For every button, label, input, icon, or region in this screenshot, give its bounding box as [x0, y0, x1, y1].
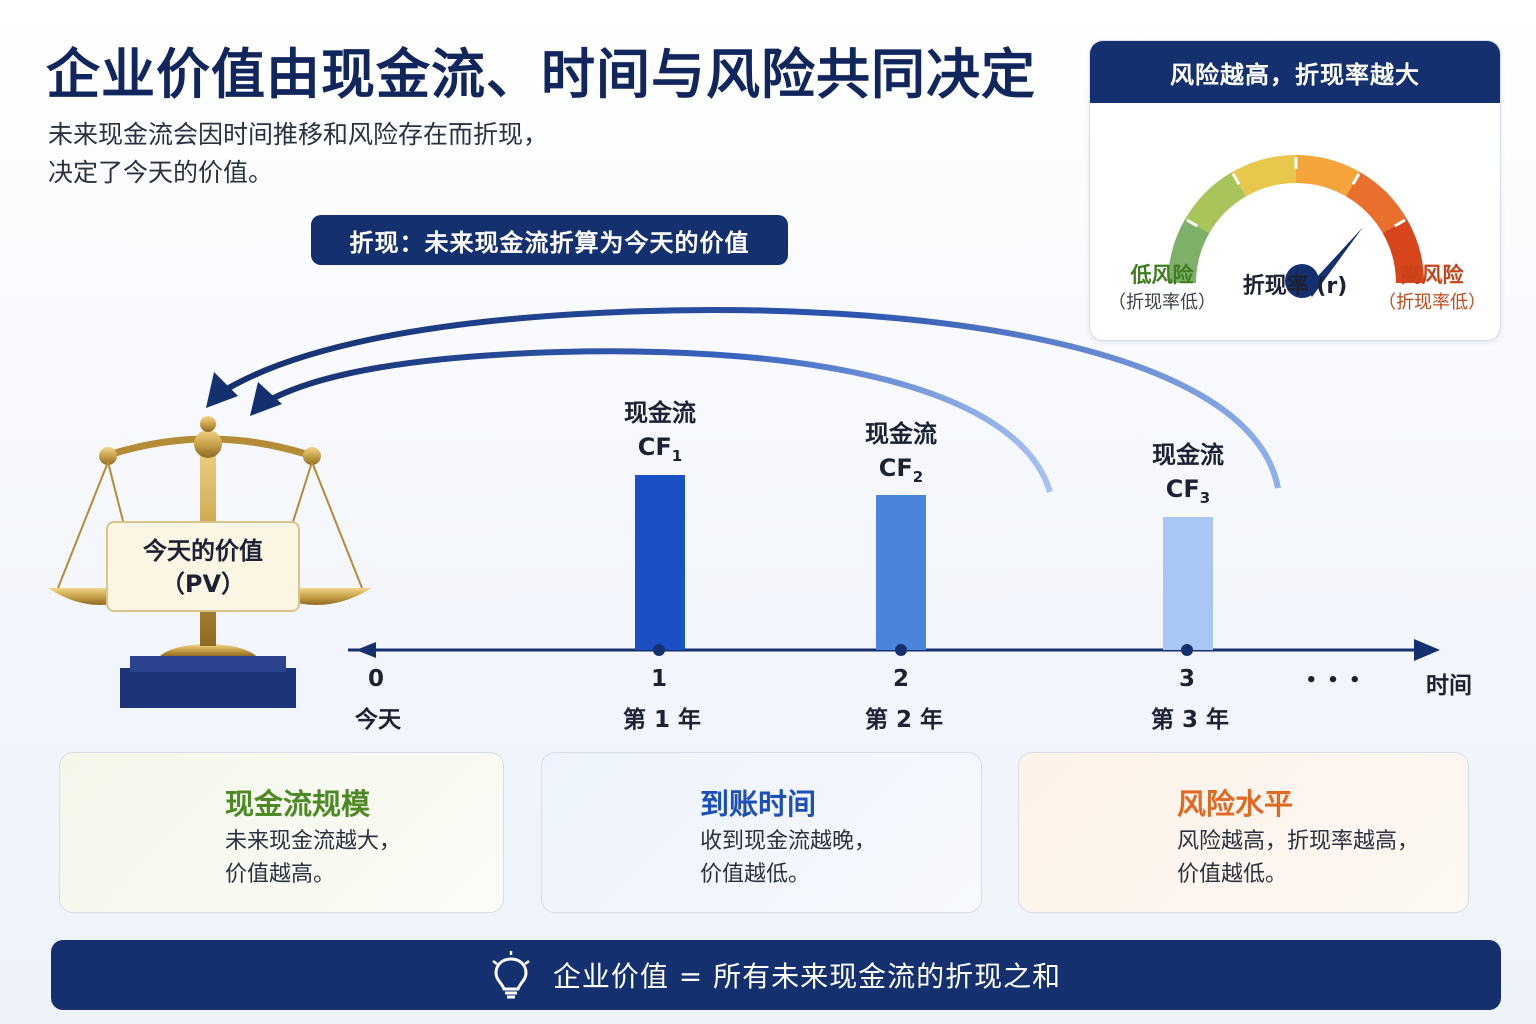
- pv-line-1: 今天的价值: [143, 537, 263, 565]
- discount-arrow-long: [220, 307, 1281, 489]
- tick-0-num: 0: [367, 666, 384, 692]
- cash-flow-bar-1: [635, 475, 685, 650]
- gauge-low-sub: （折现率低）: [1108, 292, 1216, 313]
- tick-dot-2: [895, 644, 907, 656]
- risk-gauge-card: 风险越高，折现率越大 低风险 （折现率低） 折现率 (r) 高风险 （折现率低）: [1089, 40, 1501, 341]
- cash-flow-bar-2: [876, 495, 926, 650]
- factor-card-timing: 到账时间 收到现金流越晚， 价值越低。: [541, 752, 982, 913]
- gauge-segment-5: [1346, 172, 1407, 233]
- tick-3-name: 第 3 年: [1150, 707, 1230, 733]
- present-value-label: 今天的价值 （PV）: [106, 521, 300, 612]
- card-1-title: 现金流规模: [225, 787, 371, 821]
- factor-card-risk: 风险水平 风险越高，折现率越高， 价值越低。: [1018, 752, 1469, 913]
- cf2-label: 现金流: [865, 420, 937, 448]
- gauge-needle: [1306, 227, 1363, 297]
- tick-0-name: 今天: [355, 707, 401, 733]
- pv-line-2: （PV）: [160, 570, 246, 598]
- discount-arrowhead-long: [206, 372, 238, 408]
- gauge-tick-1: [1186, 218, 1199, 228]
- gauge-segment-1: [1168, 219, 1210, 283]
- gauge-segment-3: [1232, 155, 1296, 197]
- gauge-hub: [1285, 264, 1319, 298]
- cf1-code-text: CF: [637, 433, 672, 461]
- discount-note: 折现：未来现金流折算为今天的价值: [311, 215, 788, 265]
- card-1-line-1: 未来现金流越大，: [225, 829, 402, 854]
- cf2-code-text: CF: [878, 454, 913, 482]
- card-3-title: 风险水平: [1177, 787, 1294, 821]
- subtitle-line-1: 未来现金流会因时间推移和风险存在而折现，: [48, 120, 549, 149]
- card-3-text: 风险越高，折现率越高， 价值越低。: [1177, 825, 1419, 891]
- gauge-high-sub: （折现率低）: [1378, 292, 1486, 313]
- tick-2-name: 第 2 年: [864, 707, 944, 733]
- timeline-arrowhead: [1414, 639, 1440, 661]
- card-2-line-2: 价值越低。: [700, 862, 811, 887]
- card-3-line-1: 风险越高，折现率越高，: [1177, 829, 1420, 854]
- tick-2-num: 2: [892, 666, 909, 692]
- cf1-code: CF1: [605, 430, 715, 473]
- factor-card-cash-flow: 现金流规模 未来现金流越大， 价值越高。: [59, 752, 504, 913]
- cf2-sub: 2: [912, 467, 924, 486]
- gauge-header: 风险越高，折现率越大: [1090, 41, 1500, 103]
- summary-text: 企业价值 = 所有未来现金流的折现之和: [552, 960, 1062, 993]
- discount-arrowhead-short: [250, 382, 282, 416]
- gauge-high-text: 高风险: [1400, 263, 1464, 287]
- tick-dot-1: [653, 644, 665, 656]
- cash-flow-bar-3: [1163, 517, 1213, 650]
- cash-flow-label-3: 现金流 CF3: [1133, 438, 1243, 515]
- gauge-ticks: [1186, 157, 1406, 228]
- timeline-start-marker: [356, 642, 376, 658]
- gauge-segment-2: [1185, 172, 1246, 233]
- subtitle: 未来现金流会因时间推移和风险存在而折现， 决定了今天的价值。: [48, 116, 548, 192]
- gauge-tick-4: [1351, 173, 1361, 186]
- cf3-code-text: CF: [1165, 475, 1200, 503]
- gauge-high-label: 高风险 （折现率低）: [1372, 261, 1492, 317]
- page-title: 企业价值由现金流、时间与风险共同决定: [46, 43, 1036, 106]
- cf2-code: CF2: [846, 451, 956, 494]
- tick-dot-3: [1181, 644, 1193, 656]
- gauge-low-label: 低风险 （折现率低）: [1104, 261, 1220, 317]
- card-2-text: 收到现金流越晚， 价值越低。: [700, 825, 876, 891]
- risk-gauge-icon: [1168, 155, 1424, 298]
- timeline-ellipsis: • • •: [1305, 670, 1363, 691]
- cf1-sub: 1: [671, 446, 683, 465]
- card-1-line-2: 价值越高。: [225, 862, 336, 887]
- cf3-label: 现金流: [1152, 441, 1224, 469]
- card-2-line-1: 收到现金流越晚，: [700, 829, 877, 854]
- gauge-segment-4: [1296, 155, 1360, 197]
- cash-flow-label-2: 现金流 CF2: [846, 417, 956, 494]
- card-2-title: 到账时间: [700, 787, 817, 821]
- gauge-mid-label: 折现率 (r): [1242, 274, 1348, 299]
- lightbulb-icon: [492, 951, 530, 999]
- summary-bar: 企业价值 = 所有未来现金流的折现之和: [51, 940, 1501, 1010]
- gauge-tick-2: [1231, 173, 1241, 186]
- gauge-tick-5: [1393, 218, 1406, 228]
- cf3-sub: 3: [1199, 488, 1211, 507]
- cash-flow-label-1: 现金流 CF1: [605, 396, 715, 473]
- timeline-axis-label: 时间: [1426, 673, 1472, 699]
- gauge-arcs: [1168, 155, 1424, 283]
- discount-arrow-short: [264, 348, 1053, 493]
- tick-1-name: 第 1 年: [622, 707, 702, 733]
- cf1-label: 现金流: [624, 399, 696, 427]
- card-1-text: 未来现金流越大， 价值越高。: [225, 825, 401, 891]
- card-3-line-2: 价值越低。: [1177, 862, 1288, 887]
- cf3-code: CF3: [1133, 472, 1243, 515]
- gauge-low-text: 低风险: [1130, 263, 1194, 287]
- subtitle-line-2: 决定了今天的价值。: [48, 158, 274, 187]
- tick-1-num: 1: [650, 666, 667, 692]
- gauge-segment-6: [1382, 219, 1424, 283]
- tick-3-num: 3: [1178, 666, 1195, 692]
